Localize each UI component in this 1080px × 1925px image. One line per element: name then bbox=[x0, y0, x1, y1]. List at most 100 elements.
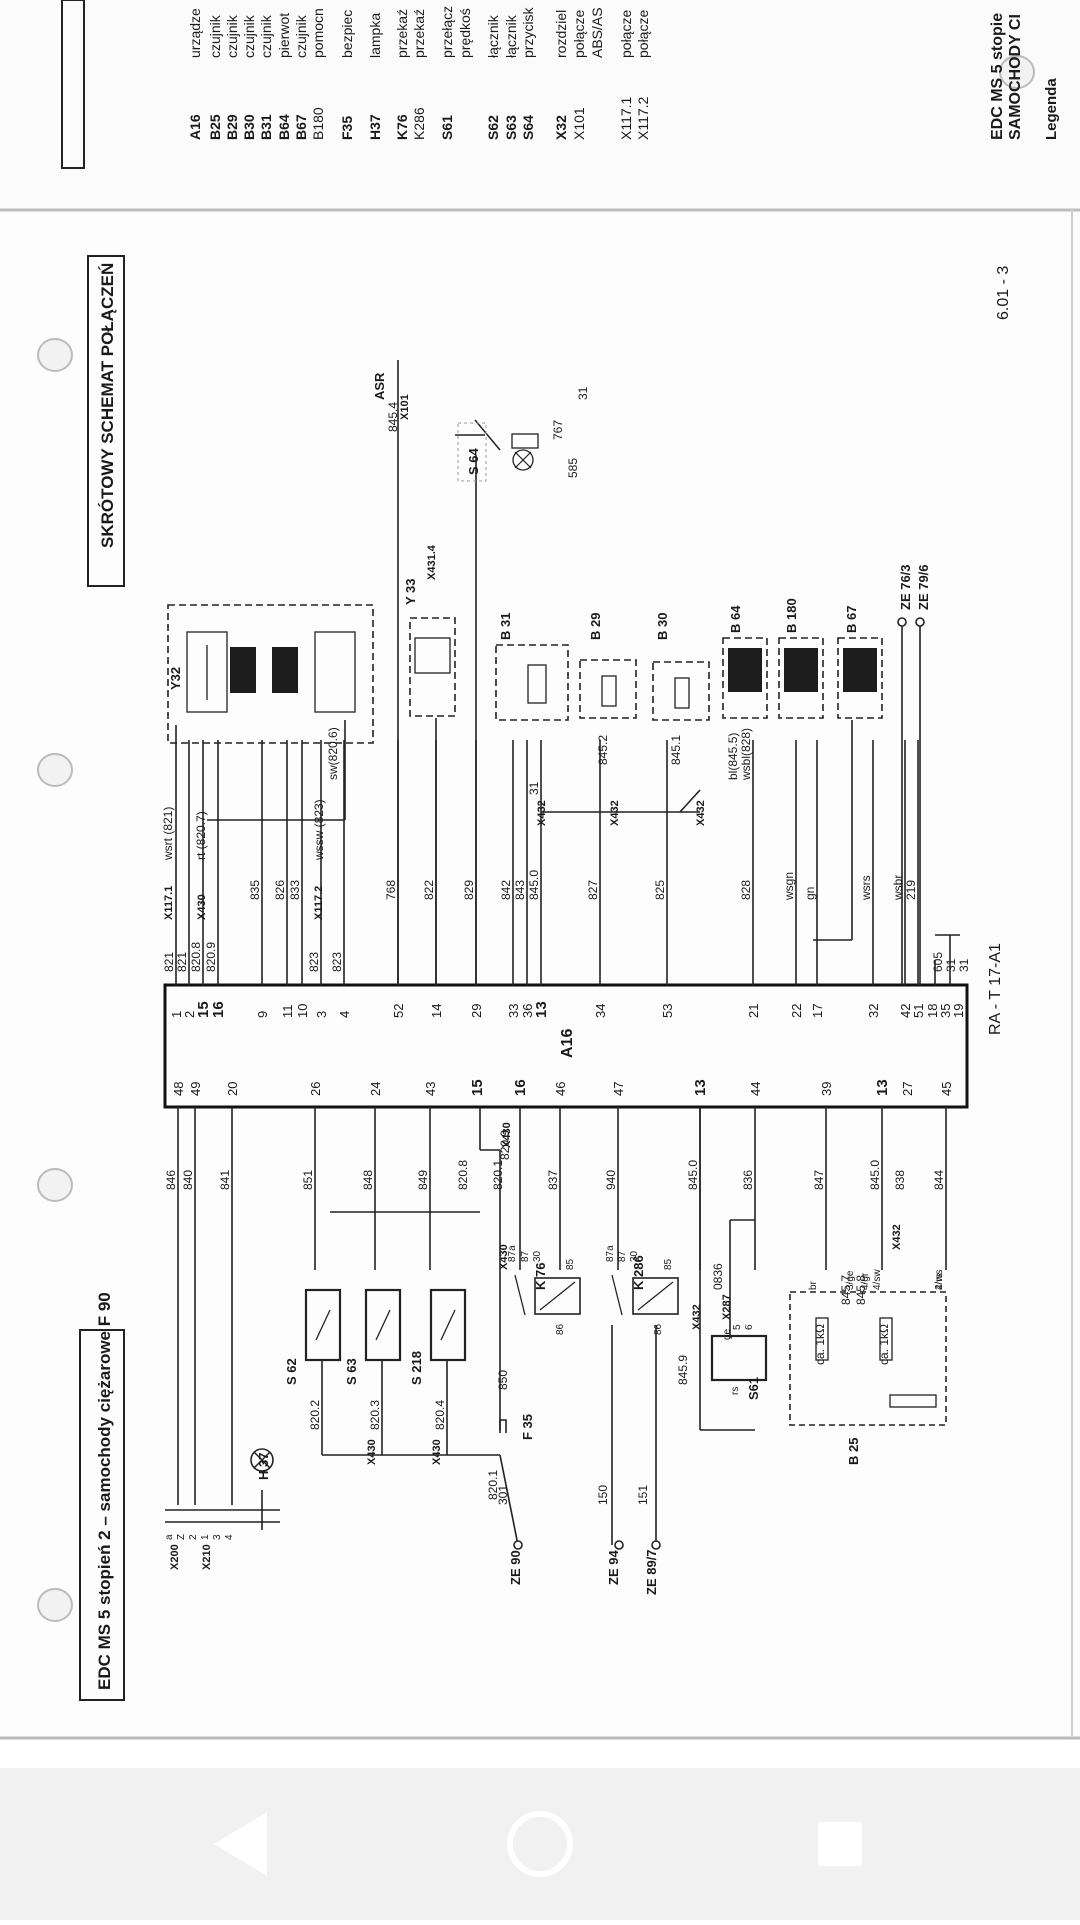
back-button[interactable] bbox=[170, 1768, 310, 1920]
wire bbox=[499, 1454, 519, 1546]
wire-label: wsgn bbox=[782, 872, 796, 901]
legend-code: B29 bbox=[224, 114, 240, 140]
component-label-y33: Y 33 bbox=[403, 578, 418, 605]
component-label-h37: H 37 bbox=[256, 1453, 271, 1480]
wire-color-label: bl(845.5) bbox=[726, 733, 740, 780]
ecu-pin-left: 16 bbox=[512, 1079, 529, 1096]
legend-code: K76 bbox=[394, 114, 410, 140]
recents-button[interactable] bbox=[770, 1768, 910, 1920]
ecu-pin-right: 4 bbox=[337, 1011, 352, 1018]
terminal-label: 4/sw bbox=[872, 1269, 883, 1290]
connector-label: X432 bbox=[536, 800, 548, 826]
ecu-pin-right: 11 bbox=[280, 1005, 295, 1019]
ecu-a16-label: A16 bbox=[559, 1029, 576, 1058]
terminal-label: 87 bbox=[520, 1250, 531, 1262]
wire-label: 820.9 bbox=[498, 1130, 512, 1160]
wire-label: 821 bbox=[175, 952, 189, 972]
component-label-b31: B 31 bbox=[498, 613, 513, 640]
component-label-ze796: ZE 79/6 bbox=[916, 564, 931, 610]
legend-code: K286 bbox=[411, 107, 427, 140]
ecu-pin-right: 21 bbox=[746, 1004, 761, 1018]
ecu-pin-left: 13 bbox=[692, 1079, 709, 1096]
wire-label: 835 bbox=[248, 880, 262, 900]
ecu-pin-right: 10 bbox=[295, 1004, 310, 1018]
component-b67 bbox=[837, 637, 883, 719]
component-label-k286: K 286 bbox=[631, 1255, 646, 1290]
legend-code: S61 bbox=[439, 115, 455, 140]
component-b180 bbox=[778, 637, 824, 719]
wire-label: 151 bbox=[636, 1485, 650, 1505]
wire-label: 846 bbox=[164, 1170, 178, 1190]
component-label-y32: Y32 bbox=[168, 667, 183, 690]
document-title: EDC MS 5 stopień 2 – samochody ciężarowe… bbox=[95, 1292, 114, 1690]
terminal-label: 2/ws bbox=[934, 1269, 945, 1290]
component-label-s63: S 63 bbox=[344, 1358, 359, 1385]
wire-label: 827 bbox=[586, 880, 600, 900]
component-s218 bbox=[429, 1288, 467, 1362]
connector-label: X200 bbox=[169, 1544, 181, 1570]
wire-label: 31 bbox=[957, 958, 971, 972]
home-button[interactable] bbox=[470, 1768, 610, 1920]
legend-text: czujnik bbox=[258, 14, 274, 58]
legend-code: B30 bbox=[241, 114, 257, 140]
ecu-pin-left: 48 bbox=[171, 1082, 186, 1096]
ecu-pin-right: 33 bbox=[506, 1004, 521, 1018]
wire-label: 849 bbox=[416, 1170, 430, 1190]
wire-label: 823 bbox=[307, 952, 321, 972]
wire-label: 833 bbox=[288, 880, 302, 900]
connector-x200-x210 bbox=[165, 1490, 280, 1530]
wire-label: 845.0 bbox=[686, 1160, 700, 1190]
component-label-ze763: ZE 76/3 bbox=[898, 564, 913, 610]
ecu-pin-right: 15 bbox=[195, 1001, 212, 1018]
component-label-f35: F 35 bbox=[520, 1414, 535, 1440]
legend-code: X32 bbox=[553, 115, 569, 140]
component-k286 bbox=[611, 1274, 679, 1316]
wire-label: 820.9 bbox=[204, 942, 218, 972]
wire-label: 940 bbox=[604, 1170, 618, 1190]
legend-text: urządze bbox=[187, 8, 203, 58]
ecu-pin-right: 29 bbox=[469, 1004, 484, 1018]
legend-text: połącze bbox=[571, 10, 587, 58]
wire-label: 31 bbox=[576, 386, 590, 400]
connector-label: X432 bbox=[695, 800, 707, 826]
wire-label: 820.8 bbox=[456, 1160, 470, 1190]
ecu-pin-right: 14 bbox=[429, 1004, 444, 1018]
wire-label: 605 bbox=[931, 952, 945, 972]
legend-code: B25 bbox=[207, 114, 223, 140]
legend-code: S64 bbox=[520, 115, 536, 140]
diagram-reference: RA - T 17-A1 bbox=[987, 943, 1004, 1035]
wire-label: 845.2 bbox=[596, 735, 610, 765]
wire-label: 828 bbox=[739, 880, 753, 900]
wire-label: 150 bbox=[596, 1485, 610, 1505]
legend-page-subtitle: SAMOCHODY CI bbox=[1007, 14, 1024, 140]
wire-label: 768 bbox=[384, 880, 398, 900]
terminal-label: 2 bbox=[188, 1534, 199, 1540]
connector-label: X432 bbox=[691, 1304, 703, 1330]
ecu-pin-left: 47 bbox=[611, 1082, 626, 1096]
legend-text: czujnik bbox=[224, 14, 240, 58]
wire-label: 585 bbox=[566, 458, 580, 478]
wire-label: wsrs bbox=[859, 875, 873, 901]
terminal-label: 4/rs bbox=[934, 1273, 945, 1290]
wire-label: 840 bbox=[181, 1170, 195, 1190]
component-h37 bbox=[250, 1448, 274, 1472]
wire bbox=[679, 789, 701, 813]
binder-hole bbox=[37, 1168, 73, 1202]
legend-text: przycisk bbox=[520, 6, 536, 58]
wire-label: 767 bbox=[551, 420, 565, 440]
component-b30 bbox=[652, 661, 710, 721]
legend-text: łącznik bbox=[485, 14, 501, 58]
wire-label: 826 bbox=[273, 880, 287, 900]
component-b25 bbox=[789, 1291, 947, 1426]
component-label-s62: S 62 bbox=[284, 1358, 299, 1385]
connector-label: X430 bbox=[431, 1439, 443, 1465]
terminal-label: 30 bbox=[629, 1250, 640, 1262]
wire-label: 820.1 bbox=[486, 1470, 500, 1500]
component-label-b30: B 30 bbox=[655, 613, 670, 640]
legend-text: rozdziel bbox=[553, 10, 569, 58]
wire-label: wsbr bbox=[891, 875, 905, 901]
ecu-pin-right: 35 bbox=[938, 1004, 953, 1018]
document-page bbox=[0, 210, 1080, 1738]
